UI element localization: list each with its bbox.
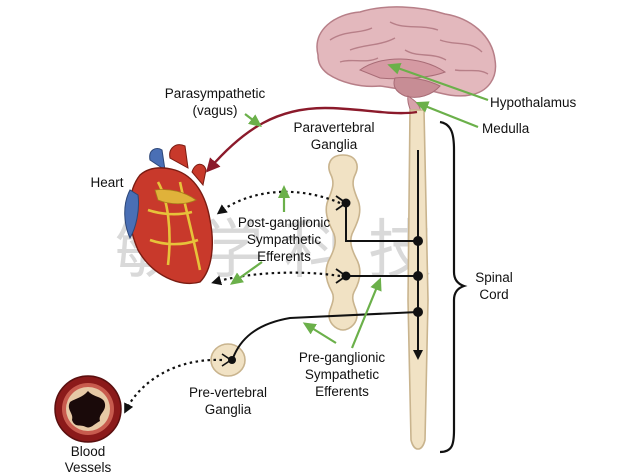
label-post-efferents: Efferents [257,249,311,264]
postganglionic-fibers [124,190,341,414]
spinal-cord-bracket [439,120,468,454]
label-pre-efferents: Efferents [315,384,369,399]
label-blood: Blood [71,444,106,459]
label-prevertebral-ganglia: Ganglia [205,402,252,417]
label-vagus: (vagus) [192,103,237,118]
label-parasympathetic: Parasympathetic [165,86,266,101]
label-medulla: Medulla [482,121,530,136]
nerve-nodes [228,198,423,364]
label-spinal: Spinal [475,270,513,285]
preganglionic-fibers [232,150,423,360]
vagus-nerve [206,106,418,173]
label-hypothalamus: Hypothalamus [490,95,577,110]
label-paravertebral: Paravertebral [293,120,374,135]
label-post-sympathetic: Sympathetic [247,232,322,247]
label-pre-ganglionic: Pre-ganglionic [299,350,386,365]
label-paravertebral-ganglia: Ganglia [311,137,358,152]
label-pre-sympathetic: Sympathetic [305,367,380,382]
label-heart: Heart [90,175,123,190]
paravertebral-ganglia [325,154,361,331]
label-pointers [229,63,489,349]
heart-illustration [124,144,213,285]
blood-vessel-illustration [54,375,122,443]
brain-illustration [316,6,497,113]
label-post-ganglionic: Post-ganglionic [238,215,331,230]
label-prevertebral: Pre-vertebral [189,385,267,400]
label-cord: Cord [479,287,508,302]
label-vessels: Vessels [65,460,112,475]
